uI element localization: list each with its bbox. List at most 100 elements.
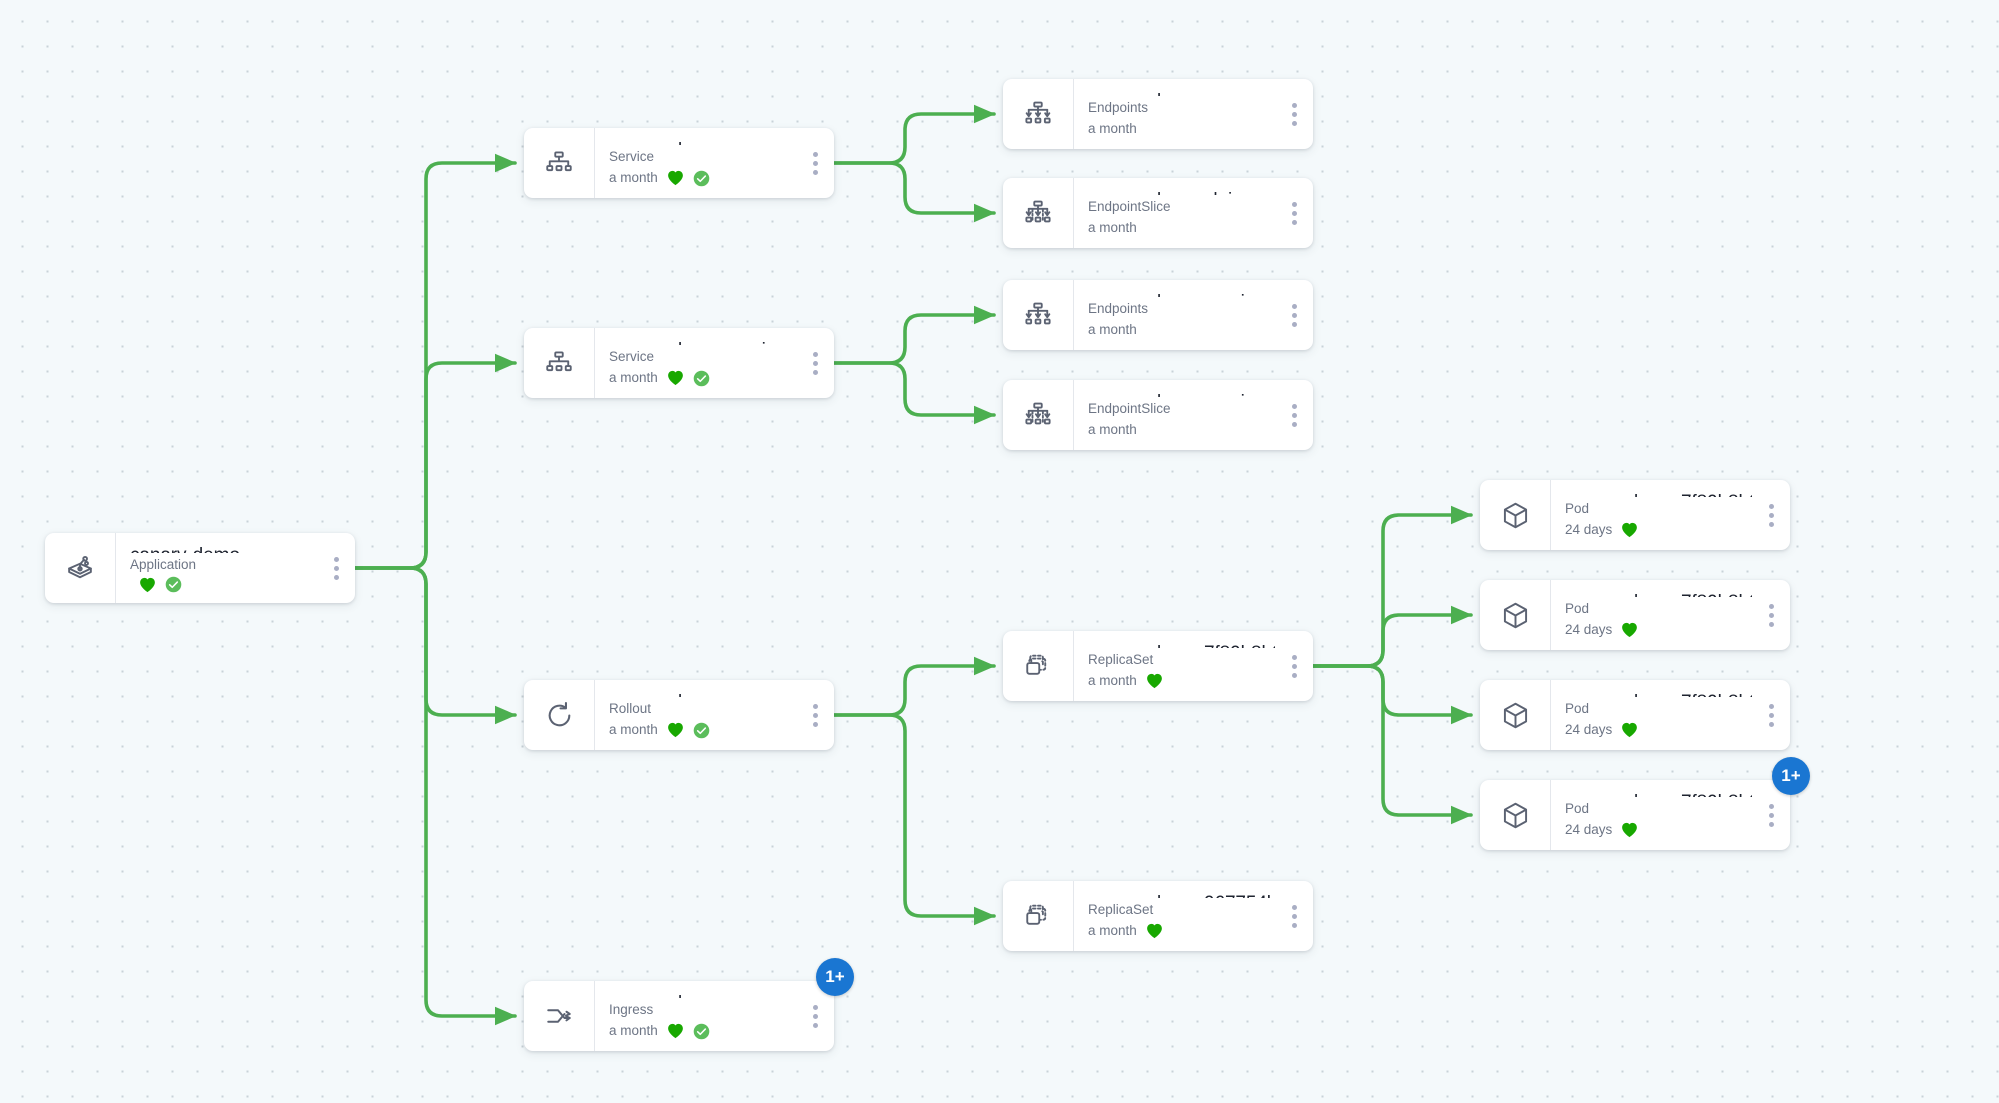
kebab-menu-icon xyxy=(1768,603,1774,627)
node-body: canary-demoApplication xyxy=(115,533,317,603)
resource-node-svc-canary-demo-preview[interactable]: canary-demo-previewServicea month xyxy=(524,328,834,398)
node-kind: Pod xyxy=(1565,701,1590,716)
node-menu-button[interactable] xyxy=(1275,178,1313,248)
node-footer: 24 days xyxy=(1565,520,1752,540)
kebab-menu-icon xyxy=(1768,803,1774,827)
node-menu-button[interactable] xyxy=(796,680,834,750)
sync-status-icon xyxy=(165,576,182,593)
node-menu-button[interactable] xyxy=(796,328,834,398)
kebab-menu-icon xyxy=(812,1004,818,1028)
health-heart-icon xyxy=(667,170,683,186)
resource-node-rs-7f89b8b978[interactable]: canary-demo-7f89b8b978ReplicaSeta month xyxy=(1003,631,1313,701)
resource-node-rollout[interactable]: canary-demoRollouta month xyxy=(524,680,834,750)
node-kind: Application xyxy=(130,557,197,572)
health-heart-icon xyxy=(667,1023,683,1039)
node-kind: EndpointSlice xyxy=(1088,199,1171,214)
node-title: canary-demo-preview-v... xyxy=(1088,391,1275,397)
node-age: a month xyxy=(1088,673,1137,688)
node-footer: a month xyxy=(1088,119,1275,139)
node-menu-button[interactable] xyxy=(1752,480,1790,550)
pod-icon xyxy=(1480,680,1550,750)
node-footer: a month xyxy=(609,368,796,388)
service-icon xyxy=(524,328,594,398)
resource-node-eps-canary-demo-clpjw[interactable]: canary-demo-clpjwEndpointSlicea month xyxy=(1003,178,1313,248)
node-footer: a month xyxy=(1088,320,1275,340)
node-body: canary-demoRollouta month xyxy=(594,680,796,750)
edge-rs-7f89b8b978-to-pod-3 xyxy=(1311,664,1473,725)
node-age: a month xyxy=(609,370,658,385)
node-count-badge[interactable]: 1+ xyxy=(1772,757,1810,795)
resource-node-ep-canary-demo[interactable]: canary-demoEndpointsa month xyxy=(1003,79,1313,149)
node-menu-button[interactable] xyxy=(1275,881,1313,951)
node-kind: Pod xyxy=(1565,801,1590,816)
node-footer: a month xyxy=(1088,921,1275,941)
health-heart-icon xyxy=(667,370,683,386)
kebab-menu-icon xyxy=(1291,201,1297,225)
node-body: canary-demo-7f89b8b978ReplicaSeta month xyxy=(1073,631,1275,701)
node-title: canary-demo-clpjw xyxy=(1088,189,1275,195)
ingress-icon xyxy=(524,981,594,1051)
node-footer: 24 days xyxy=(1565,820,1752,840)
health-heart-icon xyxy=(1146,923,1162,939)
node-footer xyxy=(130,576,317,593)
node-age: a month xyxy=(1088,422,1137,437)
node-menu-button[interactable] xyxy=(1275,280,1313,350)
node-menu-button[interactable] xyxy=(317,533,355,603)
edge-rs-7f89b8b978-to-pod-2 xyxy=(1311,605,1473,668)
node-menu-button[interactable] xyxy=(1275,79,1313,149)
health-heart-icon xyxy=(1622,722,1638,738)
node-kind: Service xyxy=(609,149,655,164)
resource-node-ep-canary-demo-preview[interactable]: canary-demo-previewEndpointsa month xyxy=(1003,280,1313,350)
node-menu-button[interactable] xyxy=(1752,580,1790,650)
node-kind: EndpointSlice xyxy=(1088,401,1171,416)
node-menu-button[interactable] xyxy=(796,128,834,198)
node-menu-button[interactable] xyxy=(1275,380,1313,450)
node-age: a month xyxy=(609,170,658,185)
node-footer: 24 days xyxy=(1565,620,1752,640)
health-heart-icon xyxy=(1622,522,1638,538)
pod-icon xyxy=(1480,480,1550,550)
node-body: canary-demo-previewServicea month xyxy=(594,328,796,398)
service-icon xyxy=(524,128,594,198)
resource-node-svc-canary-demo[interactable]: canary-demoService a month xyxy=(524,128,834,198)
node-menu-button[interactable] xyxy=(796,981,834,1051)
edge-app-to-rollout xyxy=(353,566,517,725)
node-title: canary-demo xyxy=(609,691,796,697)
resource-node-ingress[interactable]: canary-demoIngressa month 1+ xyxy=(524,958,854,1059)
rollout-icon xyxy=(524,680,594,750)
node-body: canary-demoIngressa month xyxy=(594,981,796,1051)
node-footer: a month xyxy=(609,720,796,740)
kebab-menu-icon xyxy=(1291,904,1297,928)
edge-app-to-ingress xyxy=(353,566,517,1026)
resource-node-rs-967754b4c[interactable]: canary-demo-967754b4cReplicaSeta month xyxy=(1003,881,1313,951)
node-title: canary-demo-7f89b8b97... xyxy=(1565,791,1752,797)
node-age: a month xyxy=(609,722,658,737)
node-footer: 24 days xyxy=(1565,720,1752,740)
node-menu-button[interactable] xyxy=(1275,631,1313,701)
node-kind: Pod xyxy=(1565,601,1590,616)
health-heart-icon xyxy=(1146,673,1162,689)
endpointslice-icon xyxy=(1003,178,1073,248)
pod-icon xyxy=(1480,580,1550,650)
node-menu-button[interactable] xyxy=(1752,780,1790,850)
node-kind: Service xyxy=(609,349,655,364)
node-title: canary-demo xyxy=(609,992,796,998)
node-footer: a month xyxy=(609,1021,796,1041)
node-menu-button[interactable] xyxy=(1752,680,1790,750)
node-count-badge[interactable]: 1+ xyxy=(816,958,854,996)
resource-node-pod-4[interactable]: canary-demo-7f89b8b97... Pod 24 days 1+ xyxy=(1480,757,1810,858)
resource-node-app[interactable]: canary-demoApplication xyxy=(45,533,355,603)
node-title: canary-demo xyxy=(609,139,796,145)
sync-status-icon xyxy=(693,370,710,386)
health-heart-icon xyxy=(1622,822,1638,838)
resource-node-eps-canary-demo-preview-v[interactable]: canary-demo-preview-v... EndpointSlice a m… xyxy=(1003,380,1313,450)
edge-rs-7f89b8b978-to-pod-1 xyxy=(1311,505,1473,668)
node-body: canary-demo-clpjwEndpointSlicea month xyxy=(1073,178,1275,248)
node-age: a month xyxy=(1088,121,1137,136)
node-kind: Endpoints xyxy=(1088,301,1149,316)
endpoints-icon xyxy=(1003,280,1073,350)
